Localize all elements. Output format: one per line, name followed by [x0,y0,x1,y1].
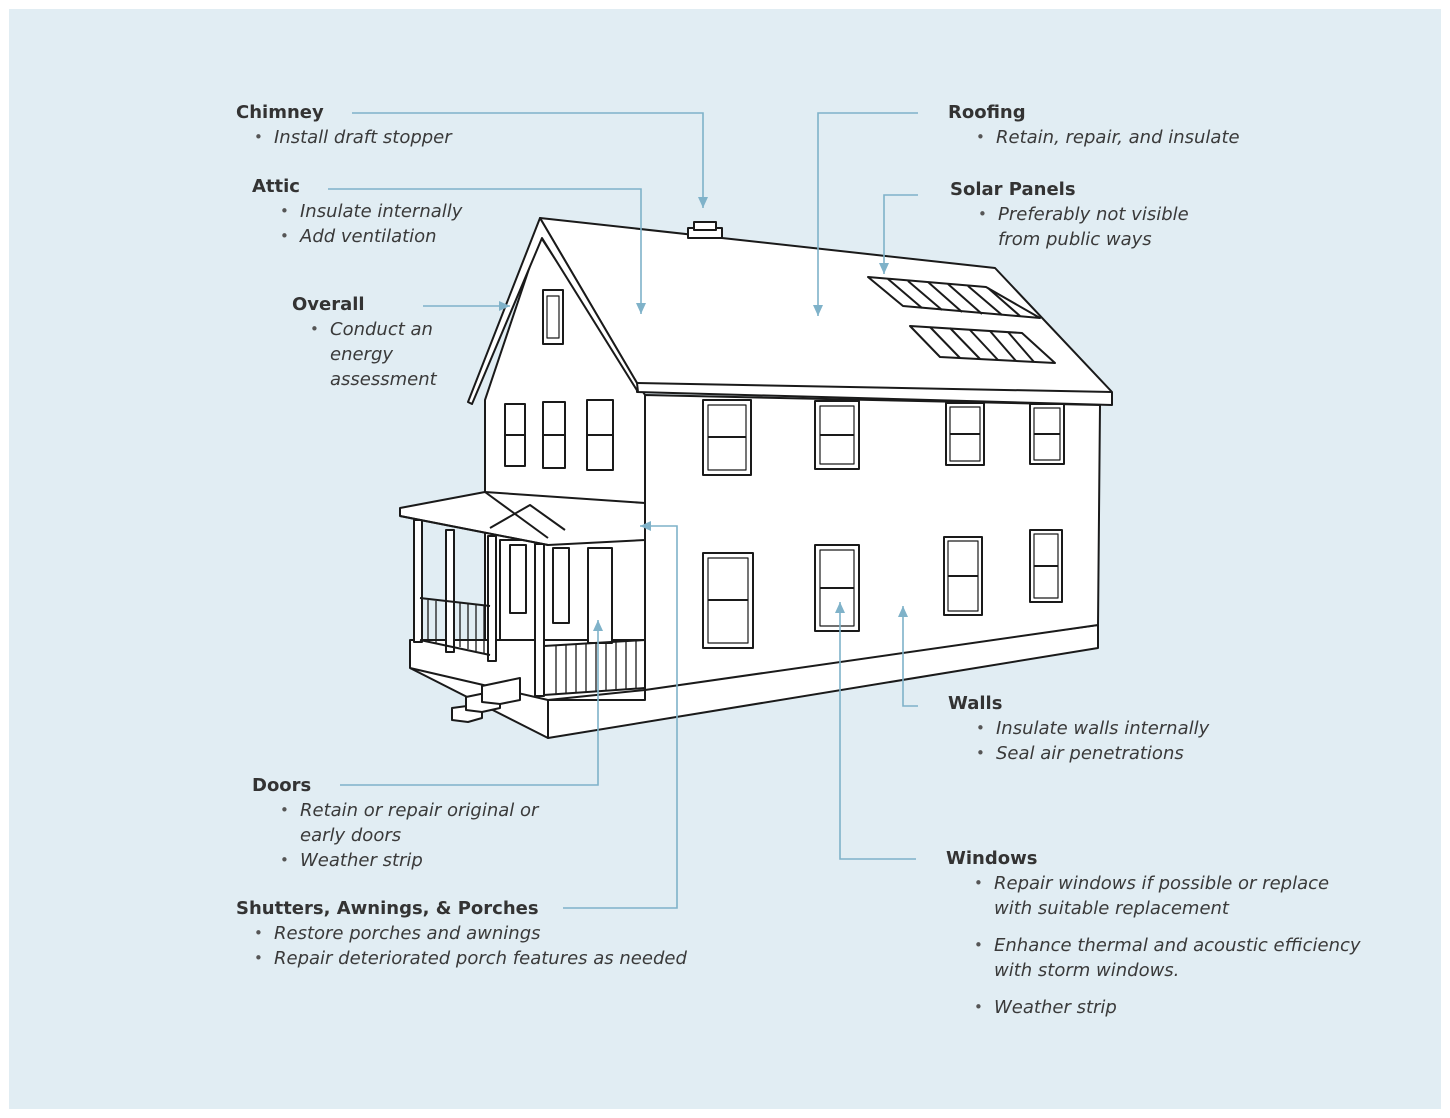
callout-title: Shutters, Awnings, & Porches [236,898,539,919]
callout-title: Doors [252,775,312,796]
callout-item: Weather strip [262,848,540,873]
leader-attic [328,188,642,314]
lower-windows [702,529,1063,649]
solar-panel-lower [909,325,1056,364]
leader-walls [902,606,918,707]
leader-shutters-arrowhead [640,521,651,531]
leader-roofing [817,112,918,316]
leader-windows-arrowhead [835,602,845,613]
leader-overall-arrowhead [499,301,510,311]
callout-title: Attic [252,176,300,197]
callout-item: Weather strip [956,995,1374,1020]
leader-doors-arrowhead [593,620,603,631]
callout-attic: Attic Insulate internally Add ventilatio… [252,175,462,249]
callout-roofing: Roofing Retain, repair, and insulate [948,101,1240,150]
leader-solar-arrowhead [879,263,889,274]
leader-chimney-arrowhead [698,197,708,208]
callout-item: Repair deteriorated porch features as ne… [236,946,687,971]
leader-lines [328,112,918,909]
callout-overall: Overall Conduct an energy assessment [292,293,450,392]
callout-chimney: Chimney Install draft stopper [236,101,452,150]
upper-windows [702,399,1065,476]
callout-title: Windows [946,848,1038,869]
callout-item: Conduct an energy assessment [292,317,450,392]
leader-shutters [563,525,678,909]
callout-shutters-awnings-porches: Shutters, Awnings, & Porches Restore por… [236,897,687,971]
callout-item: Insulate walls internally [958,716,1209,741]
solar-panel-upper [867,276,1041,319]
callout-item: Retain or repair original or early doors [262,798,540,848]
gable-windows [504,399,614,471]
callout-item: Preferably not visible from public ways [960,202,1208,252]
callout-item: Repair windows if possible or replace wi… [956,871,1344,921]
callout-windows: Windows Repair windows if possible or re… [946,847,1374,1020]
roof-gable-edge [467,217,639,405]
callout-title: Overall [292,294,365,315]
callout-solar-panels: Solar Panels Preferably not visible from… [950,178,1208,252]
leader-roofing-arrowhead [813,305,823,316]
leader-walls-arrowhead [898,606,908,617]
callout-title: Solar Panels [950,179,1076,200]
callout-walls: Walls Insulate walls internally Seal air… [948,692,1209,766]
leader-windows [839,602,916,860]
callout-title: Roofing [948,102,1026,123]
callout-item: Restore porches and awnings [236,921,687,946]
leader-attic-arrowhead [636,303,646,314]
leader-chimney [352,112,704,208]
leader-solar [883,194,918,274]
callout-item: Install draft stopper [236,125,452,150]
callout-title: Chimney [236,102,324,123]
callout-item: Insulate internally [262,199,462,224]
porch [399,491,646,739]
callout-item: Enhance thermal and acoustic efficiency … [956,933,1374,983]
callout-title: Walls [948,693,1003,714]
callout-item: Add ventilation [262,224,462,249]
callout-item: Seal air penetrations [958,741,1209,766]
leader-doors [340,620,599,786]
callout-doors: Doors Retain or repair original or early… [252,774,540,873]
callout-item: Retain, repair, and insulate [958,125,1240,150]
